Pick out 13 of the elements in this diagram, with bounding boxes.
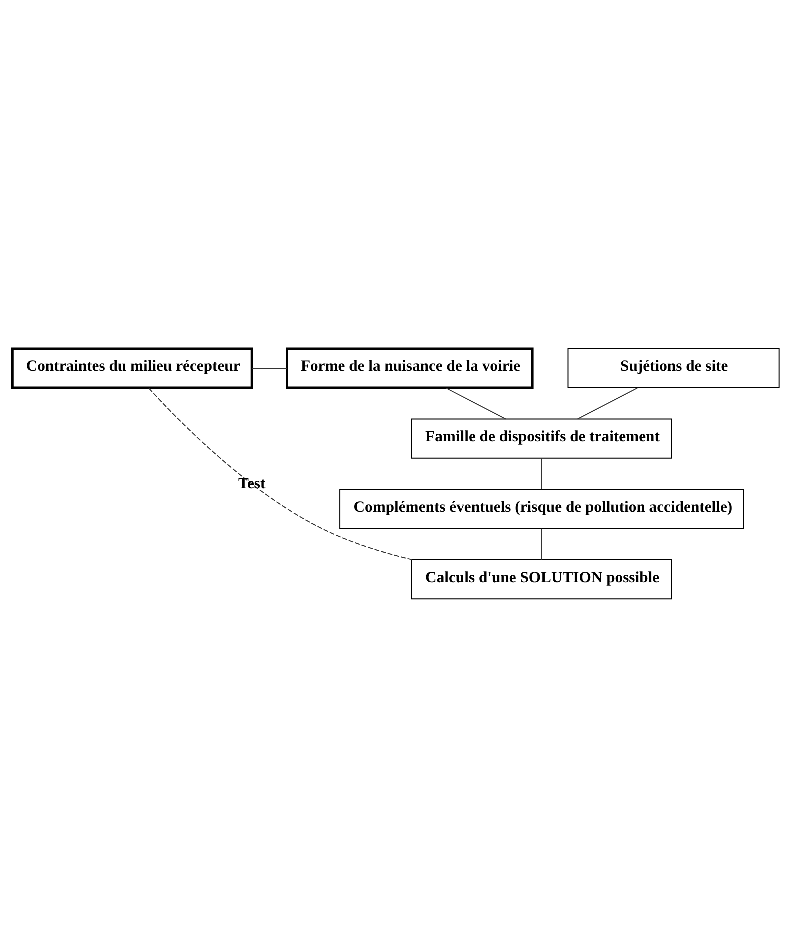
connector	[252, 367, 288, 368]
node-box: Famille de dispositifs de traitement	[411, 418, 672, 458]
node-box: Sujétions de site	[568, 348, 780, 388]
edge-label: Test	[238, 474, 266, 492]
node-box: Compléments éventuels (risque de pollution accidentelle)	[340, 488, 744, 529]
connector	[577, 387, 638, 420]
connector	[446, 387, 506, 420]
node-box: Forme de la nuisance de la voirie	[286, 347, 534, 389]
node-box: Calculs d'une SOLUTION possible	[411, 559, 672, 600]
node-box: Contraintes du milieu récepteur	[11, 347, 254, 389]
connector	[541, 528, 542, 560]
connector	[148, 387, 413, 560]
connector	[541, 458, 542, 490]
